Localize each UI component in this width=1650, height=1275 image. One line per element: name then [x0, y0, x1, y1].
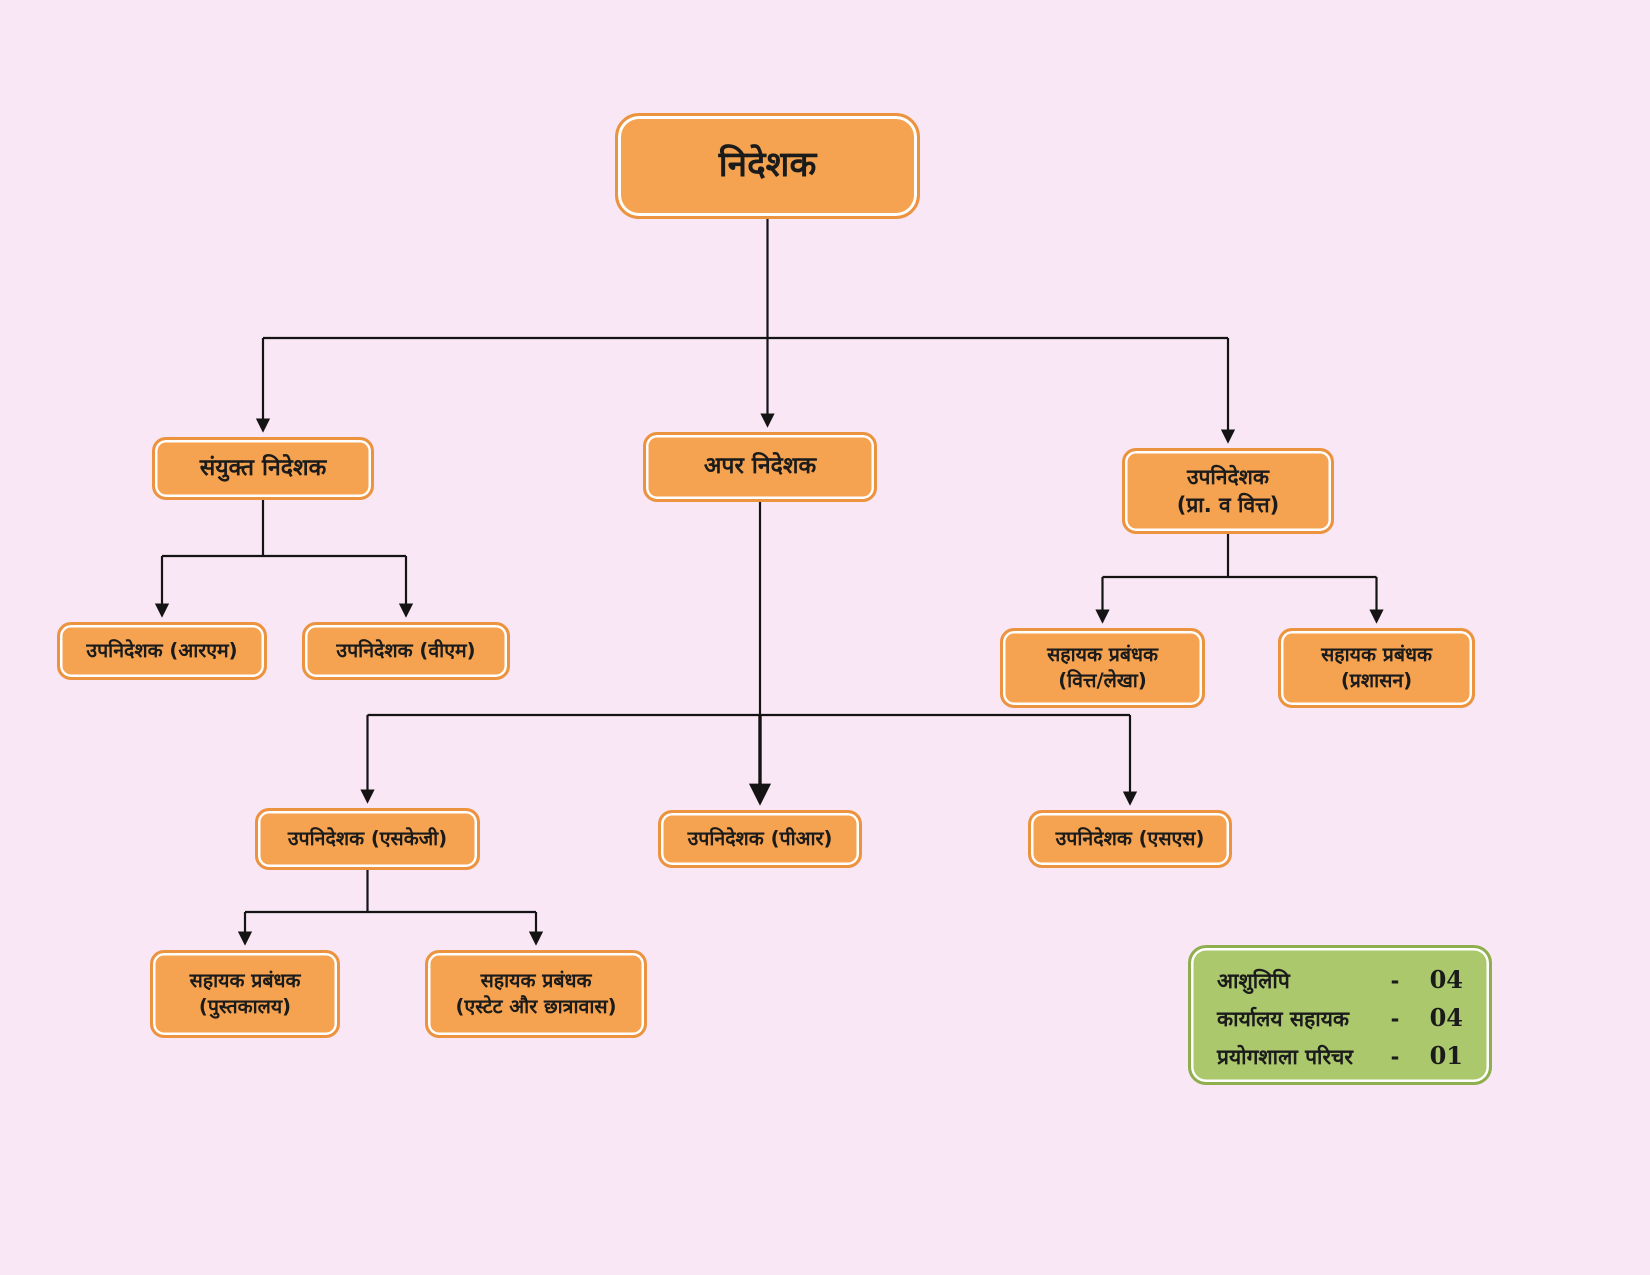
node-deputy-director-pr: उपनिदेशक (पीआर): [658, 810, 862, 868]
legend-row-lab-attendant: प्रयोगशाला परिचर - 01: [1217, 1044, 1463, 1068]
node-label: उपनिदेशक (एसएस): [1055, 826, 1205, 850]
staff-count-legend: आशुलिपि - 04 कार्यालय सहायक - 04 प्रयोगश…: [1188, 945, 1492, 1085]
node-deputy-director-vm: उपनिदेशक (वीएम): [302, 622, 510, 680]
node-label: संयुक्त निदेशक: [199, 454, 327, 481]
node-director: निदेशक: [615, 113, 920, 219]
legend-label: कार्यालय सहायक: [1217, 1007, 1350, 1031]
legend-separator: -: [1390, 1007, 1400, 1031]
node-deputy-director-ss: उपनिदेशक (एसएस): [1028, 810, 1232, 868]
legend-row-stenographer: आशुलिपि - 04: [1217, 968, 1463, 992]
node-deputy-director-rm: उपनिदेशक (आरएम): [57, 622, 267, 680]
node-label: उपनिदेशक (एसकेजी): [287, 826, 448, 850]
node-label-line1: सहायक प्रबंधक: [1321, 642, 1432, 666]
node-label-line1: उपनिदेशक: [1186, 464, 1270, 489]
node-joint-director: संयुक्त निदेशक: [152, 437, 374, 500]
legend-separator: -: [1390, 1045, 1400, 1069]
node-label-line1: सहायक प्रबंधक: [480, 968, 592, 992]
legend-value: 04: [1429, 965, 1463, 994]
node-deputy-director-skg: उपनिदेशक (एसकेजी): [255, 808, 480, 870]
legend-value: 01: [1429, 1041, 1463, 1070]
legend-label: प्रयोगशाला परिचर: [1217, 1045, 1353, 1069]
node-label-line1: सहायक प्रबंधक: [1047, 642, 1158, 666]
node-label-line2: (पुस्तकालय): [198, 995, 292, 1018]
node-asst-manager-admin: सहायक प्रबंधक (प्रशासन): [1278, 628, 1475, 708]
node-label: उपनिदेशक (पीआर): [687, 826, 833, 850]
node-label: निदेशक: [718, 145, 817, 186]
legend-separator: -: [1390, 969, 1400, 993]
node-label-line2: (प्रा. व वित्त): [1176, 493, 1280, 517]
node-label: उपनिदेशक (आरएम): [86, 638, 238, 662]
legend-label: आशुलिपि: [1217, 969, 1290, 993]
node-label-line1: सहायक प्रबंधक: [189, 968, 301, 992]
node-deputy-director-admin-finance: उपनिदेशक (प्रा. व वित्त): [1122, 448, 1334, 534]
node-label: अपर निदेशक: [703, 453, 817, 480]
node-additional-director: अपर निदेशक: [643, 432, 877, 502]
node-asst-manager-estate-hostel: सहायक प्रबंधक (एस्टेट और छात्रावास): [425, 950, 647, 1038]
node-label: उपनिदेशक (वीएम): [336, 638, 476, 662]
node-label-line2: (वित्त/लेखा): [1058, 669, 1147, 692]
node-label-line2: (प्रशासन): [1340, 669, 1413, 692]
node-asst-manager-library: सहायक प्रबंधक (पुस्तकालय): [150, 950, 340, 1038]
legend-row-office-assistant: कार्यालय सहायक - 04: [1217, 1006, 1463, 1030]
legend-value: 04: [1429, 1003, 1463, 1032]
node-label-line2: (एस्टेट और छात्रावास): [455, 995, 617, 1018]
node-asst-manager-finance: सहायक प्रबंधक (वित्त/लेखा): [1000, 628, 1205, 708]
